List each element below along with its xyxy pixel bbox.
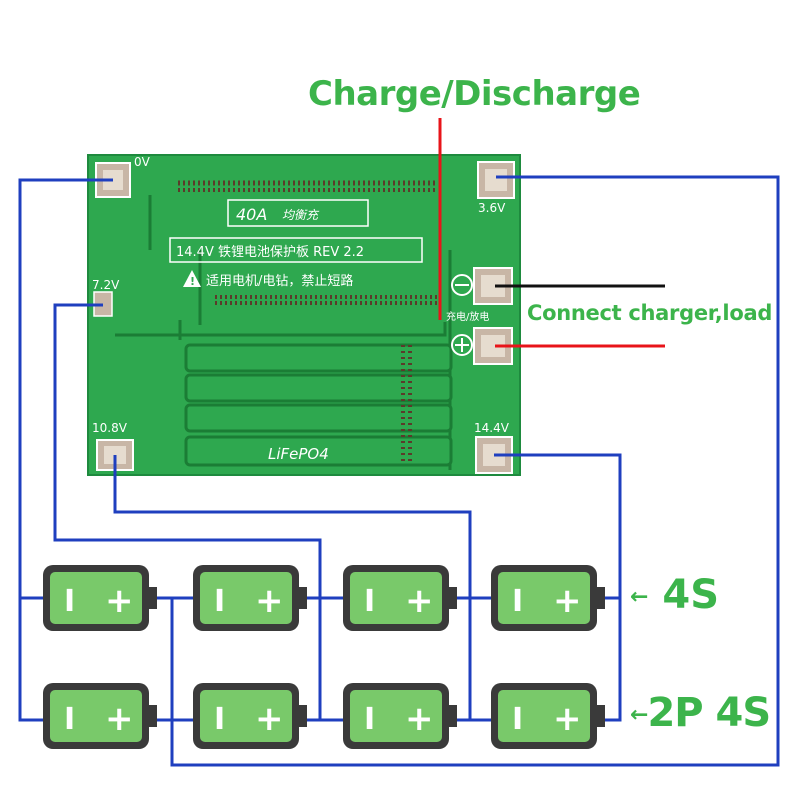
config-2p4s-label: ←2P 4S: [630, 690, 771, 736]
battery-pos-label: +: [405, 699, 434, 739]
battery-neg-label: I: [512, 584, 523, 619]
config-4s-label: ← 4S: [630, 572, 719, 618]
battery-pos-label: +: [405, 581, 434, 621]
arrow-left-icon: ←: [630, 702, 648, 728]
battery-neg-label: I: [512, 702, 523, 737]
wires: [18, 175, 780, 767]
wire-0v: [18, 178, 113, 722]
battery-cell: [43, 565, 157, 631]
pad-label-3-6v: 3.6V: [478, 201, 506, 215]
battery-neg-label: I: [364, 702, 375, 737]
battery-cell: [343, 565, 457, 631]
minus-icon: [451, 274, 473, 296]
wire-10-8v: [113, 455, 472, 720]
plus-icon: [451, 334, 473, 356]
battery-pos-label: +: [255, 581, 284, 621]
wire-series-3: [450, 596, 495, 722]
battery-pos-label: +: [553, 699, 582, 739]
battery-pos-label: +: [105, 581, 134, 621]
config-4s-text: 4S: [662, 572, 720, 618]
board-rating: 40A: [236, 205, 267, 224]
arrow-left-icon: ←: [630, 584, 649, 610]
config-2p4s-text: 2P 4S: [647, 690, 771, 736]
board-model: 14.4V 铁锂电池保护板 REV 2.2: [176, 245, 364, 260]
battery-cell: [491, 683, 605, 749]
battery-neg-label: I: [214, 584, 225, 619]
wire-7-2v: [53, 303, 322, 720]
battery-cell: [343, 683, 457, 749]
power-bar: [184, 403, 453, 433]
pad-label-14-4v: 14.4V: [474, 421, 510, 435]
pcb-board: !: [87, 154, 521, 476]
board-chemistry: LiFePO4: [268, 445, 329, 463]
battery-neg-label: I: [214, 702, 225, 737]
wire-14-4v: [494, 453, 622, 722]
wire-series-1: [152, 596, 195, 722]
charge-discharge-title: Charge/Discharge: [308, 74, 641, 114]
wire-series-2: [300, 596, 345, 722]
battery-row-4s: [43, 565, 605, 631]
pad-label-0v: 0V: [134, 155, 151, 169]
pad-label-7-2v: 7.2V: [92, 278, 120, 292]
power-bar: [184, 435, 453, 467]
battery-cell: [193, 683, 307, 749]
power-bar: [184, 373, 453, 403]
svg-text:!: !: [190, 275, 195, 288]
battery-cell: [43, 683, 157, 749]
battery-cell: [491, 565, 605, 631]
battery-neg-label: I: [64, 702, 75, 737]
board-warning: 适用电机/电钻，禁止短路: [206, 273, 353, 289]
board-silkscreen: 0V 3.6V 7.2V 10.8V 14.4V 40A 均衡充 14.4V 铁…: [92, 155, 510, 463]
battery-pos-label: +: [255, 699, 284, 739]
connect-charger-load-label: Connect charger,load: [527, 301, 773, 325]
board-balance: 均衡充: [282, 208, 320, 222]
power-bar: [184, 343, 453, 373]
battery-cell: [193, 565, 307, 631]
battery-symbols: I + I + I + I + I + I + I + I +: [64, 581, 582, 739]
pcb-trace: [115, 195, 452, 470]
battery-pos-label: +: [553, 581, 582, 621]
battery-pos-label: +: [105, 699, 134, 739]
board-charge-discharge-cn: 充电/放电: [446, 310, 489, 323]
warning-icon: [183, 270, 201, 287]
wire-3-6v: [170, 175, 780, 767]
battery-neg-label: I: [364, 584, 375, 619]
battery-row-2p4s: [43, 683, 605, 749]
battery-neg-label: I: [64, 584, 75, 619]
pad-label-10-8v: 10.8V: [92, 421, 128, 435]
